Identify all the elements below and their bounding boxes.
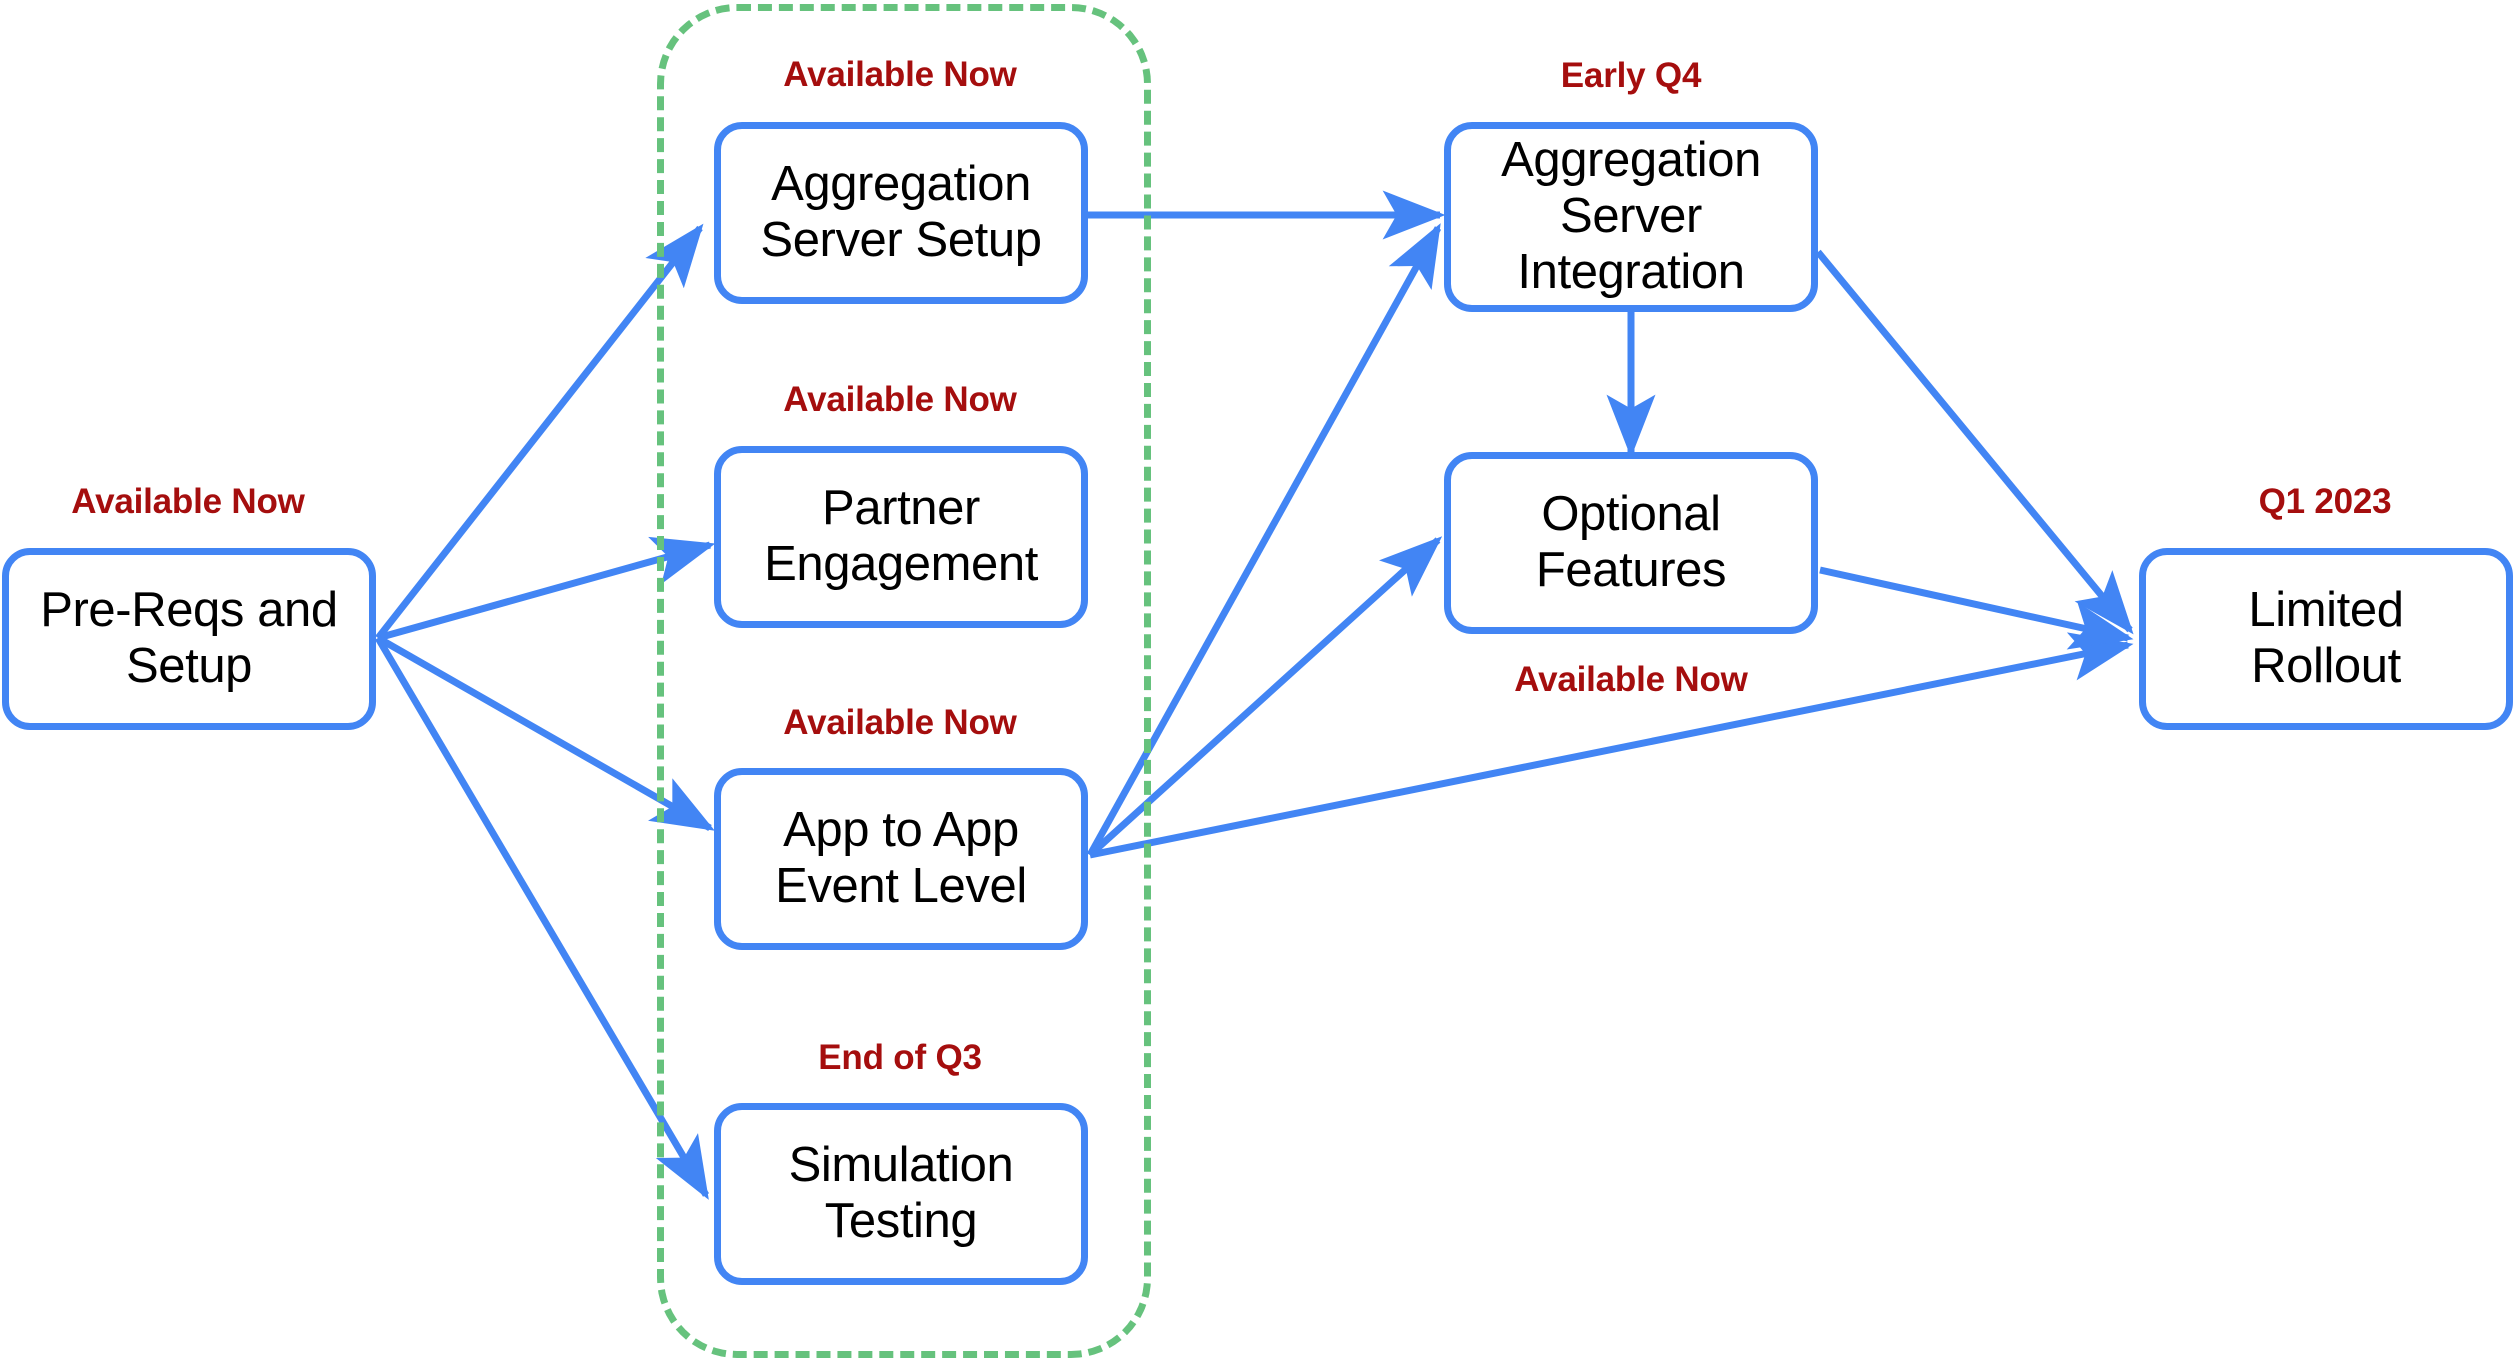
node-optional-features[interactable]: Optional Features bbox=[1444, 452, 1818, 634]
node-label-partner-engagement: Partner Engagement bbox=[764, 481, 1038, 591]
status-label-aggregation-server-integration: Early Q4 bbox=[1560, 56, 1702, 95]
node-label-limited-rollout: Limited Rollout bbox=[2248, 583, 2404, 693]
dashed-phase-group bbox=[657, 4, 1151, 1358]
node-partner-engagement[interactable]: Partner Engagement bbox=[714, 446, 1088, 628]
node-limited-rollout[interactable]: Limited Rollout bbox=[2139, 548, 2513, 730]
edge-prereqs-to-agg-setup bbox=[375, 223, 704, 641]
node-label-pre-reqs-and-setup: Pre-Reqs and Setup bbox=[40, 583, 338, 693]
node-aggregation-server-integration[interactable]: Aggregation Server Integration bbox=[1444, 122, 1818, 312]
status-label-pre-reqs-and-setup: Available Now bbox=[71, 482, 305, 521]
node-label-aggregation-server-integration: Aggregation Server Integration bbox=[1501, 133, 1761, 299]
node-pre-reqs-and-setup[interactable]: Pre-Reqs and Setup bbox=[2, 548, 376, 730]
status-label-partner-engagement: Available Now bbox=[783, 380, 1017, 419]
status-label-app-to-app-event-level: Available Now bbox=[783, 703, 1017, 742]
node-label-aggregation-server-setup: Aggregation Server Setup bbox=[760, 157, 1042, 267]
node-app-to-app-event-level[interactable]: App to App Event Level bbox=[714, 768, 1088, 950]
node-simulation-testing[interactable]: Simulation Testing bbox=[714, 1103, 1088, 1285]
status-label-aggregation-server-setup: Available Now bbox=[783, 55, 1017, 94]
edge-agg-integration-to-limited bbox=[1815, 249, 2134, 635]
edge-optional-to-limited bbox=[1819, 566, 2134, 650]
status-label-limited-rollout: Q1 2023 bbox=[2258, 482, 2392, 521]
node-label-app-to-app-event-level: App to App Event Level bbox=[775, 803, 1027, 913]
node-label-simulation-testing: Simulation Testing bbox=[788, 1138, 1014, 1248]
status-label-simulation-testing: End of Q3 bbox=[818, 1038, 982, 1077]
node-aggregation-server-setup[interactable]: Aggregation Server Setup bbox=[714, 122, 1088, 304]
node-label-optional-features: Optional Features bbox=[1535, 487, 1727, 597]
status-label-optional-features: Available Now bbox=[1514, 660, 1748, 699]
